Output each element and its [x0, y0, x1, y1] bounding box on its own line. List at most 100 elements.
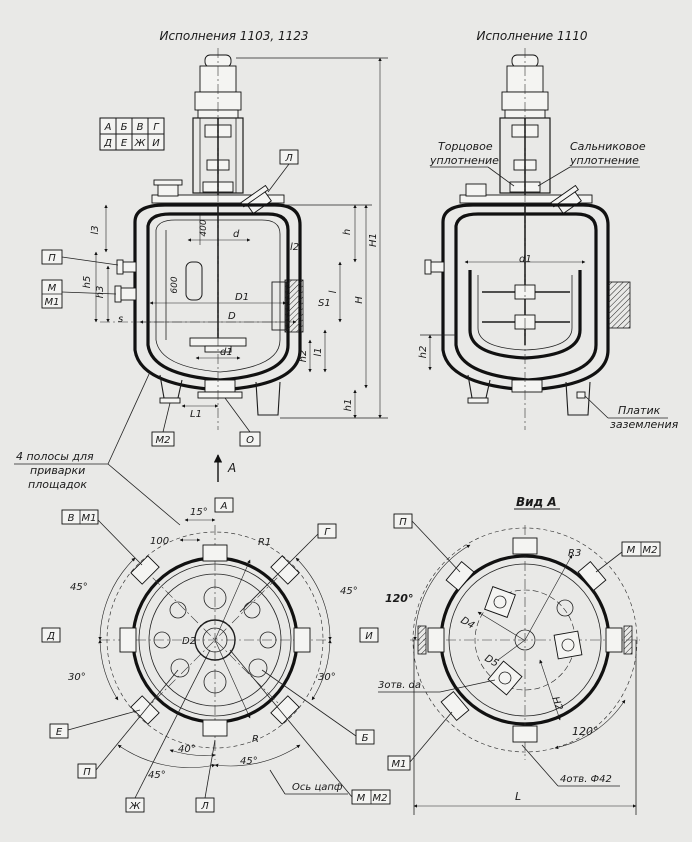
label-nozzle-p: П	[48, 253, 56, 264]
dim-D2: D2	[182, 636, 196, 647]
title-left-view: Исполнения 1103, 1123	[159, 29, 308, 43]
label-nozzle-o: О	[246, 435, 254, 446]
title-view-a: Вид А	[516, 495, 557, 509]
dim-H1: H1	[368, 233, 379, 247]
dim-s: s	[118, 314, 123, 325]
nozzle-table-cell: В	[137, 122, 144, 133]
label-nozzle-m1: М1	[45, 297, 60, 308]
dim-L: L	[515, 790, 521, 803]
plan-label-g: Г	[324, 527, 331, 538]
dim-R: R	[252, 734, 259, 745]
angle-45-bottom-right: 45°	[240, 756, 258, 767]
label-nozzle-l: Л	[284, 153, 293, 164]
dim-H2: H2	[549, 695, 564, 712]
dim-l: l	[328, 290, 339, 293]
dim-d1: d1	[220, 347, 233, 358]
nozzle-table: А Б В Г Д Е Ж И	[99, 117, 165, 151]
nozzle-table-cell: И	[152, 138, 160, 149]
angle-30-left: 30°	[68, 672, 86, 683]
dim-D4: D4	[459, 615, 477, 632]
strips-note-line-1: 4 полосы для	[16, 450, 94, 463]
plan-label-m: М	[357, 793, 366, 804]
nozzle-table-cell: Е	[121, 138, 128, 149]
nozzle-table-cell: Б	[121, 122, 128, 133]
dim-600: 600	[170, 276, 180, 293]
angle-45-bottom-left: 45°	[148, 770, 166, 781]
angle-30-right: 30°	[318, 672, 336, 683]
dim-400: 400	[199, 219, 209, 236]
ground-pad-label-2: заземления	[610, 418, 679, 431]
title-right-view: Исполнение 1110	[476, 29, 587, 43]
left-elevation-view	[94, 48, 388, 430]
ground-pad-label-1: Платик	[618, 404, 661, 417]
plan-label-m2: М2	[373, 793, 388, 804]
angle-15: 15°	[190, 507, 208, 518]
angle-40: 40°	[178, 744, 196, 755]
plan-label-e: Е	[56, 727, 63, 738]
dim-right-d1: d1	[519, 254, 532, 265]
angle-45-right: 45°	[340, 586, 358, 597]
strips-note: 4 полосы для приварки площадок	[14, 371, 181, 526]
nozzle-table-cell: Ж	[134, 138, 147, 149]
strips-note-line-2: приварки	[30, 464, 85, 477]
view-a-label-m1: М1	[392, 759, 407, 770]
plan-left-view: 15° 45° 45° 30° 30° 40° 45° 45° 100 R1 R…	[41, 497, 391, 813]
angle-120-right: 120°	[572, 725, 599, 738]
face-seal-label-2: уплотнение	[429, 154, 499, 167]
dim-h2: h2	[298, 350, 309, 363]
dim-l3: l3	[90, 225, 101, 234]
right-elevation-view: d1 h2	[418, 48, 631, 430]
ground-pad-label: Платик заземления	[584, 395, 679, 431]
plan-label-b: Б	[362, 733, 369, 744]
plan-label-a: А	[220, 501, 228, 512]
nozzle-table-cell: Д	[103, 138, 112, 149]
plan-right-view: 120° 120° R3 D4 D5 H2 3отв. dа 4отв. Ф42…	[378, 513, 661, 815]
plan-label-i: И	[365, 631, 373, 642]
holes-note-b: 4отв. Ф42	[560, 774, 612, 785]
gland-seal-label-2: уплотнение	[569, 154, 639, 167]
plan-label-d: Д	[46, 631, 55, 642]
dim-h3: h3	[95, 286, 106, 299]
nozzle-table-cell: Г	[153, 122, 160, 133]
dim-l1: l1	[313, 347, 324, 356]
plan-label-p: П	[83, 767, 91, 778]
dim-l2: l2	[290, 242, 299, 253]
nozzle-table-cell: А	[104, 122, 112, 133]
dim-D5: D5	[483, 653, 501, 670]
label-nozzle-m: М	[48, 283, 57, 294]
view-arrow-a-label: А	[227, 461, 236, 475]
dim-R3: R3	[568, 548, 581, 559]
view-a-label-p: П	[399, 517, 407, 528]
dim-h: h	[342, 229, 353, 235]
view-arrow-a: А	[213, 454, 236, 482]
angle-45-left: 45°	[70, 582, 88, 593]
holes-note-a: 3отв. dа	[378, 680, 421, 691]
angle-120-left: 120°	[385, 592, 413, 605]
plan-label-m1: М1	[82, 513, 97, 524]
gland-seal-label-1: Сальниковое	[570, 140, 646, 153]
plan-label-v: В	[68, 513, 75, 524]
seal-labels: Торцовое уплотнение Сальниковое уплотнен…	[429, 140, 646, 187]
label-nozzle-m2: М2	[156, 435, 171, 446]
dim-right-h2: h2	[418, 346, 429, 359]
face-seal-label-1: Торцовое	[438, 140, 493, 153]
view-a-label-m2: М2	[643, 545, 658, 556]
dim-D: D	[228, 311, 236, 322]
dim-R1: R1	[258, 537, 271, 548]
dim-h5: h5	[82, 276, 93, 289]
dim-100: 100	[150, 536, 169, 547]
plan-label-l: Л	[200, 801, 209, 812]
view-a-label-m: М	[627, 545, 636, 556]
dim-s1: S1	[318, 298, 331, 309]
dim-L1: L1	[190, 409, 202, 420]
plan-label-zh: Ж	[129, 801, 142, 812]
left-view-labels: Л П М М1 М2 О 400 600 d D1 D d1 l2 l3 h3…	[41, 149, 379, 447]
dim-h1: h1	[343, 399, 354, 412]
axis-label: Ось цапф	[292, 782, 343, 793]
dim-D1: D1	[235, 292, 249, 303]
dim-H: H	[354, 296, 365, 304]
dim-d: d	[233, 229, 240, 240]
strips-note-line-3: площадок	[28, 478, 87, 491]
